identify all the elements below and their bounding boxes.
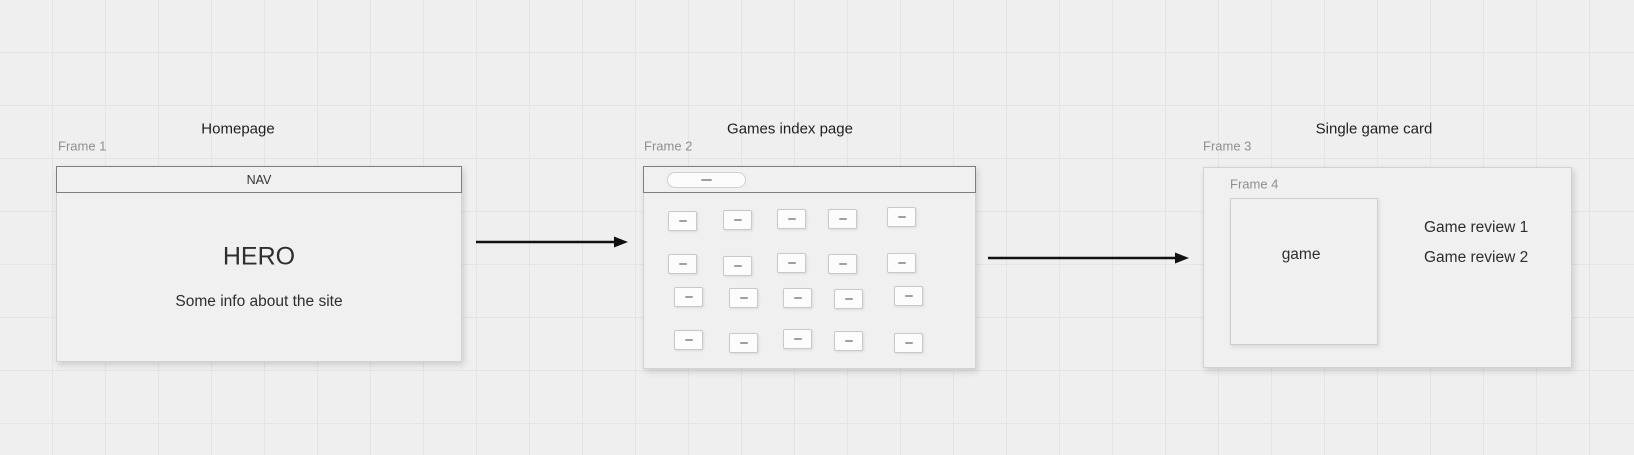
nav-label: NAV (246, 172, 272, 187)
game-card-placeholder[interactable] (668, 254, 697, 274)
card-dash-icon (844, 298, 853, 300)
card-dash-icon (904, 342, 913, 344)
connector-arrow-frame2-to-frame3[interactable] (988, 250, 1189, 266)
card-dash-icon (787, 218, 796, 220)
card-dash-icon (678, 263, 687, 265)
game-card-placeholder[interactable] (834, 331, 863, 351)
game-card-placeholder[interactable] (783, 288, 812, 308)
card-dash-icon (897, 262, 906, 264)
arrow-head-icon (1175, 252, 1189, 264)
card-dash-icon (733, 219, 742, 221)
game-card-placeholder[interactable] (674, 330, 703, 350)
card-dash-icon (739, 342, 748, 344)
site-info-text[interactable]: Some info about the site (175, 293, 343, 310)
card-dash-icon (678, 220, 687, 222)
game-cards-grid (644, 167, 975, 368)
frame1-label[interactable]: Frame 1 (58, 138, 107, 154)
card-dash-icon (793, 297, 802, 299)
search-dash-icon (701, 178, 712, 181)
card-dash-icon (787, 262, 796, 264)
game-card-placeholder[interactable] (723, 256, 752, 276)
game-card-placeholder[interactable] (723, 210, 752, 230)
card-dash-icon (684, 339, 693, 341)
game-card-placeholder[interactable] (777, 209, 806, 229)
frame2-navbar[interactable] (643, 166, 976, 193)
frame1-navbar[interactable]: NAV (56, 166, 462, 193)
card-dash-icon (897, 216, 906, 218)
frame1-homepage[interactable]: NAV HERO Some info about the site (56, 166, 462, 362)
flow-title-single-game[interactable]: Single game card (1315, 120, 1433, 138)
frame4-label[interactable]: Frame 4 (1230, 176, 1279, 192)
card-dash-icon (904, 295, 913, 297)
card-dash-icon (793, 338, 802, 340)
connector-arrow-frame1-to-frame2[interactable] (476, 234, 628, 250)
game-card-placeholder[interactable] (777, 253, 806, 273)
card-dash-icon (739, 297, 748, 299)
card-dash-icon (844, 340, 853, 342)
card-dash-icon (733, 265, 742, 267)
game-text: game (1281, 246, 1321, 263)
game-card-placeholder[interactable] (887, 253, 916, 273)
card-dash-icon (838, 218, 847, 220)
game-card-placeholder[interactable] (828, 209, 857, 229)
game-review-2[interactable]: Game review 2 (1424, 249, 1529, 266)
game-card-placeholder[interactable] (729, 288, 758, 308)
game-card-placeholder[interactable] (783, 329, 812, 349)
game-card-placeholder[interactable] (828, 254, 857, 274)
game-card-placeholder[interactable] (894, 286, 923, 306)
frame2-games-index[interactable] (643, 166, 976, 369)
card-dash-icon (838, 263, 847, 265)
frame2-label[interactable]: Frame 2 (644, 138, 693, 154)
arrow-head-icon (614, 236, 628, 248)
frame4-game-box[interactable]: game (1230, 198, 1378, 345)
search-pill[interactable] (667, 171, 746, 188)
game-card-placeholder[interactable] (674, 287, 703, 307)
flow-title-games-index[interactable]: Games index page (727, 120, 853, 138)
frame3-label[interactable]: Frame 3 (1203, 138, 1252, 154)
game-card-placeholder[interactable] (729, 333, 758, 353)
game-review-1[interactable]: Game review 1 (1424, 219, 1529, 236)
game-card-placeholder[interactable] (887, 207, 916, 227)
flow-title-homepage[interactable]: Homepage (201, 120, 275, 138)
game-card-placeholder[interactable] (834, 289, 863, 309)
game-card-placeholder[interactable] (894, 333, 923, 353)
hero-text[interactable]: HERO (222, 242, 296, 271)
game-card-placeholder[interactable] (668, 211, 697, 231)
frame3-single-game[interactable]: Frame 4 game Game review 1 Game review 2 (1203, 167, 1572, 368)
card-dash-icon (684, 296, 693, 298)
